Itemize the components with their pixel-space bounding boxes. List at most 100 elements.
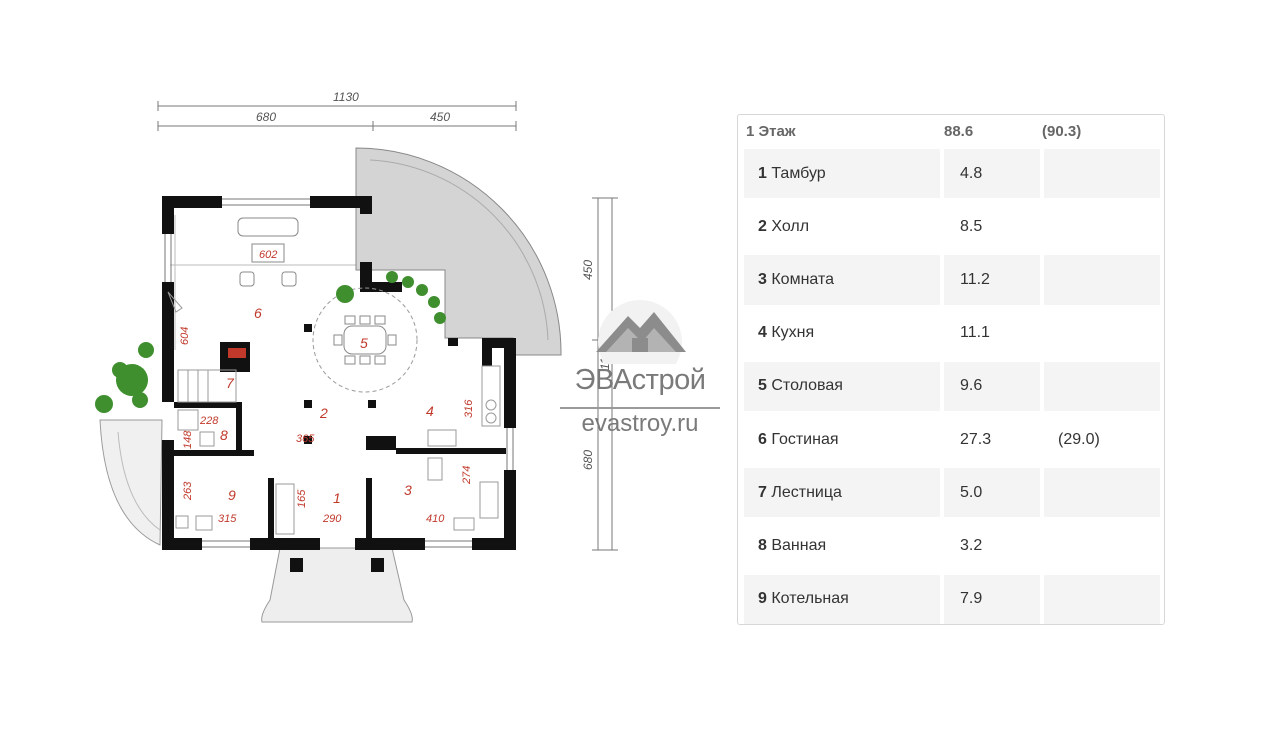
house-logo-icon [596,300,686,364]
dimension-lines [157,101,618,551]
armchair-right [281,271,297,287]
room-area: 5.0 [960,483,983,501]
floor-area: 88.6 [944,123,974,140]
room-area-cell: 5.0 [944,468,1040,518]
room-name-cell: 7 Лестница [744,468,940,518]
room-name-cell: 9 Котельная [744,574,940,624]
room-9-dim-a: 263 [182,481,194,501]
room-1-dim-b: 290 [322,513,342,525]
dim-right-top: 450 [581,260,595,280]
room-1-dim-a: 165 [296,489,308,508]
table-row: 1 Тамбур 4.8 [744,147,1160,200]
fireplace [228,348,246,358]
room-name-cell: 1 Тамбур [744,149,940,199]
dining-table [343,325,387,355]
room-name: 3 Комната [758,271,834,289]
room-title: Кухня [771,324,815,342]
dining-area-outline [312,287,418,393]
room-name-cell: 2 Холл [744,202,940,251]
porch-column-left [290,558,303,572]
room-6-label: 6 [254,305,262,321]
room-name: 6 Гостиная [758,431,839,449]
room-9-dim-b: 315 [218,513,237,525]
room-name: 8 Ванная [758,537,826,555]
room-6-dim-b: 604 [179,327,191,345]
room-title: Котельная [771,590,849,608]
room-area: 3.2 [960,536,983,554]
room-3-label: 3 [404,482,412,498]
dim-right-bottom: 680 [581,450,595,470]
room-5-label: 5 [360,335,368,351]
room-name: 5 Столовая [758,377,843,395]
fixtures [167,291,501,535]
terrace-edge [369,159,549,341]
dim-top-total: 1130 [333,90,359,104]
room-extra-cell [1044,202,1160,251]
floor-total-area: (90.3) [1042,123,1082,140]
room-extra-cell [1044,361,1160,411]
room-area: 11.2 [960,270,990,288]
room-3-dim-a: 274 [461,466,473,485]
table-row: 8 Ванная 3.2 [744,519,1160,572]
room-name: 1 Тамбур [758,165,826,183]
table-header: 1 Этаж 88.6 (90.3) [738,115,1164,147]
room-number: 6 [758,430,767,448]
dim-top-left: 680 [256,110,276,124]
terrace [355,147,562,356]
room-extra-cell [1044,468,1160,518]
table-row: 6 Гостиная 27.3 (29.0) [744,413,1160,466]
room-extra-cell [1044,309,1160,358]
room-number: 9 [758,590,767,608]
room-name: 4 Кухня [758,324,814,342]
table-row: 7 Лестница 5.0 [744,466,1160,519]
room-title: Столовая [771,377,843,395]
room-area: 11.1 [960,324,990,342]
room-name-cell: 3 Комната [744,255,940,305]
room-name-cell: 6 Гостиная [744,415,940,464]
room-7-label: 7 [226,375,235,391]
side-bay [99,419,163,546]
floor-plan-drawing: 1130 680 450 450 1130 680 [95,90,618,623]
coffee-table [251,243,285,263]
table-row: 2 Холл 8.5 [744,200,1160,253]
room-number: 7 [758,483,767,501]
room-area-cell: 4.8 [944,149,1040,199]
room-area-cell: 8.5 [944,202,1040,251]
room-name: 9 Котельная [758,590,849,608]
room-8-dim-b: 148 [182,430,194,449]
room-area: 9.6 [960,377,983,395]
room-8-label: 8 [220,427,228,443]
room-number: 4 [758,324,767,342]
room-title: Гостиная [771,430,839,448]
room-extra-cell: (29.0) [1044,415,1160,464]
watermark-divider [560,407,720,409]
table-row: 9 Котельная 7.9 [744,573,1160,626]
room-area-cell: 11.2 [944,255,1040,305]
room-title: Комната [771,270,835,288]
room-8-dim-a: 228 [199,415,219,427]
room-number: 8 [758,536,767,554]
dim-top-right: 450 [430,110,450,124]
room-1-label: 1 [333,490,341,506]
table-row: 3 Комната 11.2 [744,253,1160,306]
room-3-dim-b: 410 [426,513,445,525]
room-area: 27.3 [960,430,992,448]
dining-chairs [333,315,397,365]
room-area-cell: 11.1 [944,309,1040,358]
walls [162,196,516,550]
entrance-porch [261,547,413,623]
room-title: Холл [771,217,810,235]
room-4-dim-a: 316 [463,399,475,418]
room-name-cell: 5 Столовая [744,361,940,411]
room-2-label: 2 [319,405,328,421]
sofa [237,217,299,237]
room-area: 8.5 [960,217,983,235]
room-title: Ванная [771,536,827,554]
room-number: 2 [758,217,767,235]
room-extra-cell [1044,521,1160,570]
room-area-cell: 7.9 [944,574,1040,624]
room-number: 5 [758,377,767,395]
room-area-cell: 27.3 [944,415,1040,464]
